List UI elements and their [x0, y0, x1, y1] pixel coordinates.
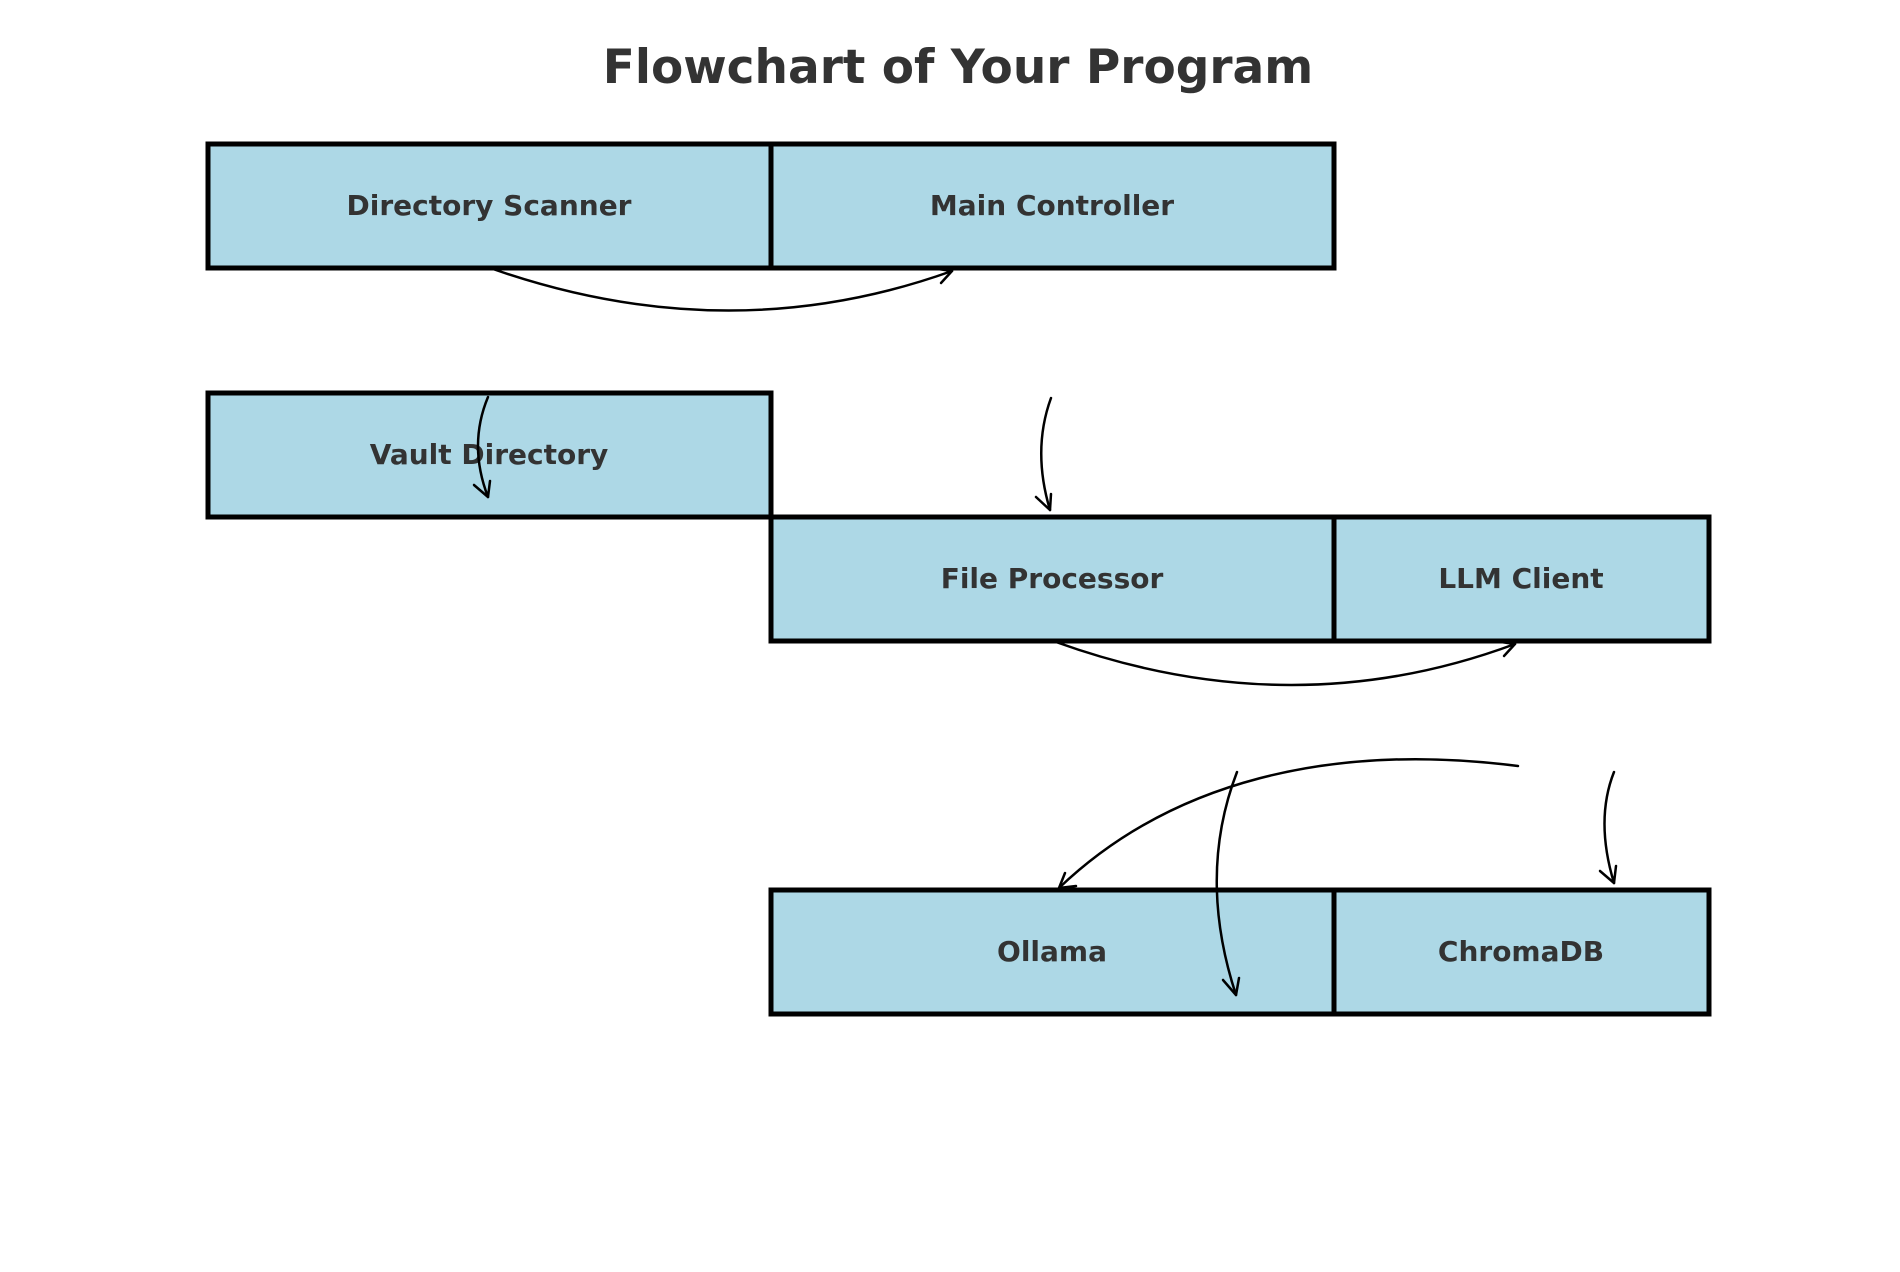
arrowhead-icon [1598, 864, 1618, 885]
edge-line [1057, 758, 1520, 890]
edge-llm-client-to-chromadb [1598, 770, 1618, 885]
arrowhead-icon [1499, 640, 1517, 658]
node-vault-directory-label: Vault Directory [370, 438, 609, 471]
node-ollama-box [768, 887, 1337, 1017]
edge-file-processor-to-llm-client [1054, 640, 1517, 687]
node-main-controller: Main Controller [768, 141, 1337, 271]
node-main-controller-label: Main Controller [930, 189, 1174, 222]
edge-llm-client-to-ollama [1057, 758, 1520, 890]
node-chromadb: ChromaDB [1331, 887, 1712, 1017]
node-llm-client-box [1331, 514, 1712, 644]
node-file-processor: File Processor [768, 514, 1337, 644]
node-chromadb-label: ChromaDB [1438, 935, 1604, 968]
node-directory-scanner-label: Directory Scanner [347, 189, 632, 222]
node-ollama: Ollama [768, 887, 1337, 1017]
node-ollama-label: Ollama [997, 935, 1107, 968]
arrowhead-icon [936, 267, 954, 285]
node-llm-client-label: LLM Client [1438, 562, 1603, 595]
node-vault-directory: Vault Directory [205, 390, 774, 520]
node-chromadb-box [1331, 887, 1712, 1017]
edge-file-processor-to-ollama [1215, 770, 1241, 997]
diagram-title: Flowchart of Your Program [603, 40, 1314, 95]
arrowhead-icon [472, 479, 492, 499]
node-llm-client: LLM Client [1331, 514, 1712, 644]
node-directory-scanner: Directory Scanner [205, 141, 774, 271]
edge-line [1040, 396, 1053, 512]
node-main-controller-box [768, 141, 1337, 271]
edge-main-controller-to-vault-directory [472, 395, 492, 499]
edge-main-controller-to-file-processor [1034, 396, 1053, 512]
node-file-processor-label: File Processor [941, 562, 1164, 595]
arrowhead-icon [1057, 871, 1078, 890]
edge-directory-scanner-to-main-controller [491, 267, 954, 312]
edge-line [491, 267, 954, 312]
edge-line [1603, 770, 1616, 885]
arrowhead-icon [1034, 492, 1053, 512]
arrowhead-icon [1221, 976, 1241, 997]
edge-line [1054, 640, 1517, 687]
node-vault-directory-box [205, 390, 774, 520]
edge-line [476, 395, 490, 499]
edge-line [1215, 770, 1239, 997]
node-directory-scanner-box [205, 141, 774, 271]
